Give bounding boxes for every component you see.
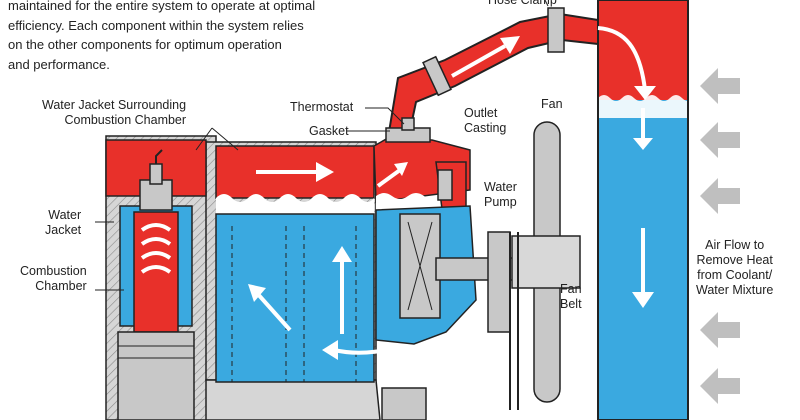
combustion-chamber-label: Combustion Chamber [20,264,87,294]
leader-lines [95,107,405,291]
left-arrow-icon [700,122,740,158]
pulley [487,231,511,333]
hose-clamp-label: Hose Clamp [488,0,557,7]
hose-clamp-lower [422,55,452,97]
fan-belt-line: Fan [560,282,582,296]
water-jacket-surrounding-line: Combustion Chamber [64,113,187,127]
water-pump-line: Water [484,180,517,194]
gasket-label: Gasket [309,124,349,138]
air-flow-line: from Coolant/ [697,268,773,282]
air-flow-line: Air Flow to [705,238,765,252]
outlet-casting-label: Outlet Casting [464,106,506,136]
hose-clamp [547,7,565,53]
thermostat-arrow-icon [376,168,402,188]
water-jacket-surrounding-label: Water Jacket Surrounding Combustion Cham… [42,98,186,128]
water-pump-line: Pump [484,195,517,209]
water-pump-label: Water Pump [484,180,517,210]
hose-arrow-icon [451,44,506,78]
combustion-water-jacket [105,139,207,420]
thermostat-label: Thermostat [290,100,354,114]
main-water-jacket [215,145,415,383]
radiator [597,0,694,420]
air-flow-line: Remove Heat [696,253,773,267]
diagonal-arrow-icon [254,290,292,332]
air-flow-label: Air Flow to Remove Heat from Coolant/ Wa… [696,238,773,298]
outlet-casting-line: Casting [464,121,507,135]
left-arrow-icon [700,368,740,404]
fan-label: Fan [541,97,563,111]
intro-text: maintained for the entire system to oper… [8,0,338,74]
radiator-foam [598,95,694,118]
piston [117,331,195,420]
intro-line: and performance. [8,56,110,72]
combustion-chamber [133,211,179,333]
fan-belt-label: Fan Belt [560,282,582,312]
water-jacket-line: Jacket [45,223,82,237]
fan-hub [511,235,581,289]
lower-hose [381,387,427,420]
combustion-chamber-line: Chamber [35,279,87,293]
left-arrow-icon [700,68,740,104]
air-flow-line: Water Mixture [696,283,774,297]
outlet-casting-line: Outlet [464,106,498,120]
left-arrow-icon [700,312,740,348]
water-pump [375,205,517,345]
water-jacket-surrounding-line: Water Jacket Surrounding [42,98,187,112]
air-flow-arrows [700,68,740,404]
left-arrow-icon [700,178,740,214]
curved-arrow-icon [597,26,647,91]
intro-line: maintained for the entire system to oper… [8,0,316,13]
intro-line: on the other components for optimum oper… [8,37,282,52]
combustion-chamber-line: Combustion [20,264,87,278]
water-jacket-label: Water Jacket [45,208,81,238]
intro-line: efficiency. Each component within the sy… [8,17,304,33]
water-jacket-line: Water [48,208,82,222]
fan-belt-line: Belt [560,297,582,311]
fan-assembly [509,121,581,410]
